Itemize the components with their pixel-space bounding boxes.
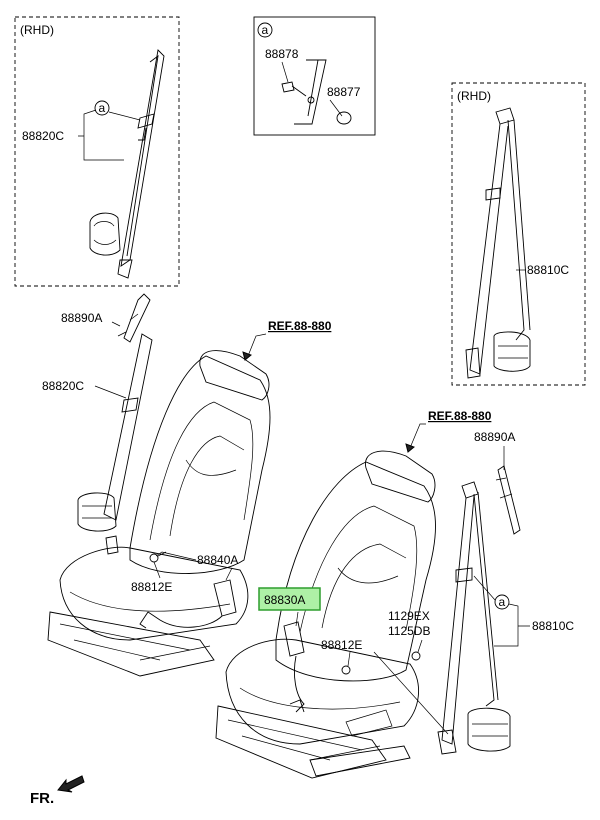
rhd-rear-belt-drawing xyxy=(465,107,531,379)
label-88810C-rhd: 88810C xyxy=(527,263,569,277)
leader-88820C-rhd xyxy=(78,109,124,161)
right-buckle-drawing xyxy=(283,621,421,713)
leader-88812E-right xyxy=(347,651,351,667)
front-direction-indicator: FR. xyxy=(30,775,85,807)
ref-label-right: REF.88-880 xyxy=(428,409,492,423)
leader-88840A xyxy=(155,551,197,561)
right-seat-assembly: REF.88-880 88890A 1129EX 1125DB 88812E a… xyxy=(215,409,574,779)
rhd-inset-left: (RHD) a 88820C xyxy=(14,16,180,287)
left-seat-back xyxy=(129,355,271,574)
detail-a-box: a 88878 88877 xyxy=(253,16,376,136)
right-belt-drawing xyxy=(437,465,521,755)
leader-1129EX-1125DB xyxy=(417,639,423,653)
callout-marker-a-rhd-text: a xyxy=(99,101,106,115)
rhd-inset-right: (RHD) 88810C xyxy=(451,82,586,386)
callout-marker-a-right xyxy=(494,594,510,610)
label-1125DB: 1125DB xyxy=(388,624,430,638)
detail-a-frame xyxy=(253,16,376,136)
leader-88830A xyxy=(295,611,299,627)
left-headrest xyxy=(199,350,270,401)
leader-a-rhd xyxy=(108,111,141,121)
leader-88810C-right xyxy=(494,603,530,647)
leader-88820C-left xyxy=(94,385,127,399)
fr-label: FR. xyxy=(30,790,54,807)
part-88830A-highlight[interactable]: 88830A xyxy=(258,587,321,611)
left-seat-assembly: 88890A 88820C REF.88-880 88840A 88812E xyxy=(42,293,332,677)
rhd-label-left: (RHD) xyxy=(20,23,54,37)
leader-ref-left xyxy=(247,333,267,357)
right-headrest xyxy=(365,450,436,503)
rhd-label-right: (RHD) xyxy=(457,89,491,103)
leader-88840A-buckle xyxy=(225,567,233,581)
right-seat-back xyxy=(275,461,436,682)
label-88812E-left: 88812E xyxy=(131,580,172,594)
leader-ref-right xyxy=(409,423,426,449)
detail-a-marker xyxy=(257,22,273,38)
leader-88877 xyxy=(329,99,343,117)
label-88820C-rhd: 88820C xyxy=(22,129,64,143)
label-88810C-right: 88810C xyxy=(532,619,574,633)
right-seat-rails xyxy=(215,705,387,779)
label-1129EX: 1129EX xyxy=(388,609,430,623)
part-88830A-highlight-box[interactable] xyxy=(258,587,321,611)
left-belt-drawing xyxy=(77,293,153,555)
leader-a-right xyxy=(473,575,496,601)
left-seat-cushion xyxy=(59,546,249,641)
label-88890A-left: 88890A xyxy=(61,311,102,325)
rhd-inset-left-frame xyxy=(14,16,180,287)
leader-88878 xyxy=(281,61,289,83)
left-seat-rails xyxy=(47,611,215,677)
rhd-front-belt-drawing xyxy=(89,49,165,279)
leader-88890A-left xyxy=(111,321,121,327)
label-88877: 88877 xyxy=(327,85,361,99)
label-88820C-left: 88820C xyxy=(42,379,84,393)
leader-88812E-right-belt xyxy=(373,651,449,735)
fr-arrow-icon xyxy=(57,775,85,793)
label-88812E-right: 88812E xyxy=(321,638,362,652)
label-88830A[interactable]: 88830A xyxy=(264,593,305,607)
leader-88812E-left xyxy=(153,561,161,579)
label-88840A: 88840A xyxy=(197,553,238,567)
label-88890A-right: 88890A xyxy=(474,430,515,444)
callout-marker-a-rhd xyxy=(94,100,110,116)
label-88878: 88878 xyxy=(265,47,299,61)
detail-a-parts-drawing xyxy=(281,59,352,125)
ref-label-left: REF.88-880 xyxy=(268,319,332,333)
callout-marker-a-right-text: a xyxy=(499,595,506,609)
rhd-inset-right-frame xyxy=(451,82,586,386)
right-seat-cushion xyxy=(225,638,419,745)
detail-a-marker-text: a xyxy=(262,23,269,37)
